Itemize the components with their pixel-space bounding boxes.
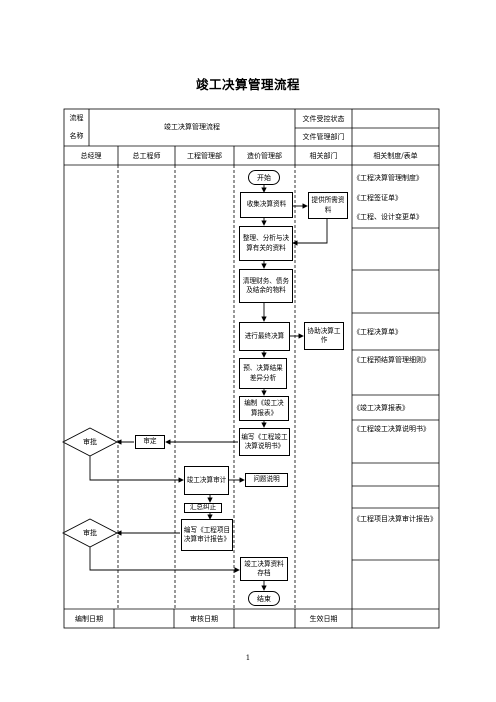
form-item: 《工程项目决算审计报告》: [353, 515, 437, 523]
organize-data-box: 整理、分析与决算有关的资料: [239, 226, 293, 261]
summary-box: 汇总纠正: [184, 503, 222, 513]
form-item: 《工程预结算管理细则》: [353, 356, 430, 364]
clear-finance-box: 清理财务、债务及结余的物料: [239, 269, 293, 303]
column-header: 总经理: [80, 152, 102, 160]
make-report-box: 编制《竣工决算报表》: [239, 396, 289, 421]
form-item: 《工程签证单》: [353, 194, 402, 202]
doc-status-label: 文件受控状态: [302, 115, 345, 123]
page-number: 1: [245, 654, 251, 662]
column-header: 造价管理部: [247, 152, 282, 160]
column-header: 总工程师: [132, 152, 161, 160]
effective-date-label: 生效日期: [309, 615, 338, 623]
form-item: 《工程决算单》: [353, 328, 402, 336]
process-label: 流程: [69, 114, 84, 122]
diff-analysis-box: 预、决算结果差异分析: [239, 358, 287, 389]
made-date-label: 编制日期: [75, 615, 103, 623]
form-item: 《工程竣工决算说明书》: [353, 425, 430, 433]
approve-label-2: 审批: [83, 529, 97, 537]
column-header: 相关部门: [309, 152, 338, 160]
approve-diamond-1: [62, 427, 118, 457]
collect-data-box: 收集决算资料: [240, 192, 293, 218]
archive-box: 竣工决算资料存档: [240, 557, 288, 581]
column-header: 相关制度/表单: [373, 152, 418, 160]
assist-box: 协助决算工作: [304, 322, 344, 350]
review-box: 审定: [135, 435, 165, 449]
column-header: 工程管理部: [187, 152, 222, 160]
doc-dept-label: 文件管理部门: [302, 133, 345, 141]
final-settlement-box: 进行最终决算: [239, 322, 290, 351]
audit-box: 竣工决算审计: [184, 466, 229, 495]
form-item: 《竣工决算报表》: [353, 404, 409, 412]
provide-data-box: 提供所需资料: [308, 192, 348, 219]
process-name: 竣工决算管理流程: [164, 123, 220, 131]
form-item: 《工程、设计变更单》: [353, 213, 423, 221]
start-node: 开始: [248, 170, 280, 185]
review-date-label: 审核日期: [190, 615, 218, 623]
form-item: 《工程决算管理制度》: [353, 174, 423, 182]
end-node: 结束: [248, 591, 280, 606]
approve-label-1: 审批: [83, 438, 97, 446]
approve-diamond-2: [62, 518, 118, 548]
explain-box: 问题说明: [245, 473, 288, 487]
audit-report-box: 编写《工程项目决算审计报告》: [181, 519, 233, 551]
page-title: 竣工决算管理流程: [195, 77, 300, 92]
write-manual-box: 编写《工程竣工决算说明书》: [239, 428, 290, 456]
process-label-2: 名称: [69, 132, 84, 140]
